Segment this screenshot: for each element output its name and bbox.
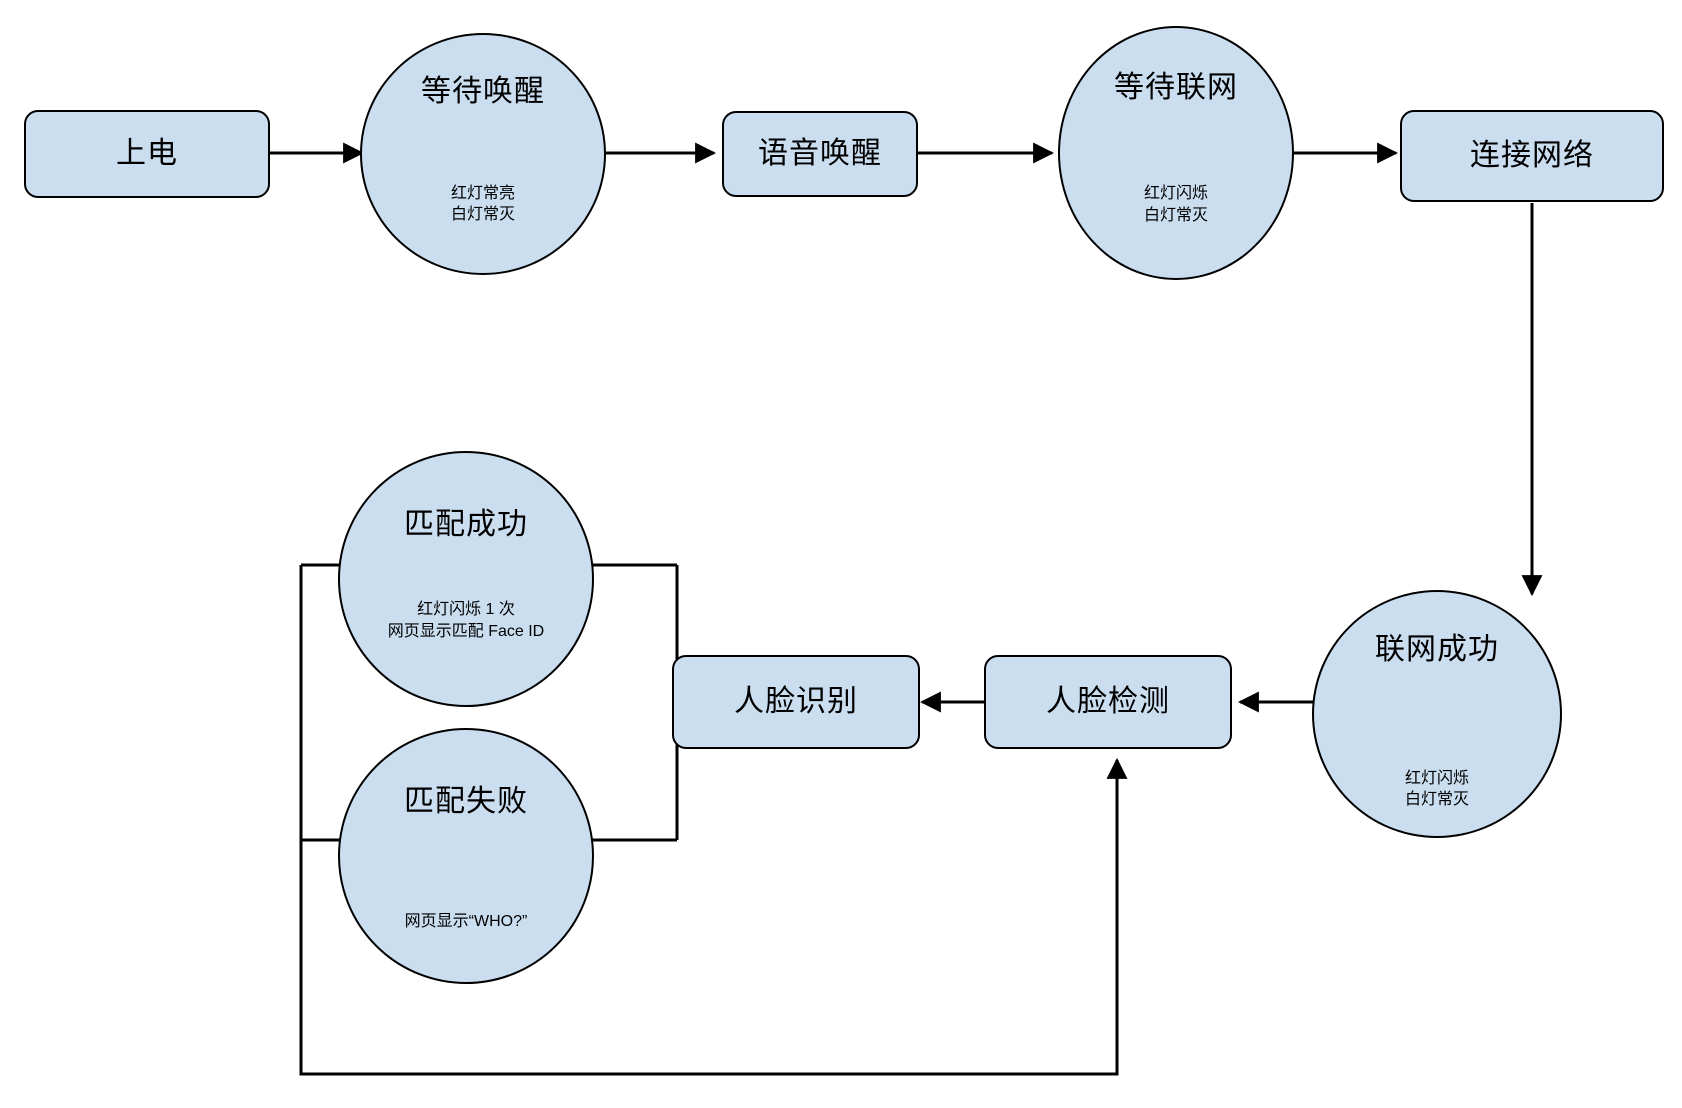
node-power-on-label: 上电 — [116, 136, 178, 170]
node-face-detect[interactable]: 人脸检测 — [984, 655, 1232, 749]
node-connect-network[interactable]: 连接网络 — [1400, 110, 1664, 202]
node-wait-wakeup-label: 等待唤醒 — [421, 75, 545, 109]
node-face-detect-label: 人脸检测 — [1046, 684, 1170, 718]
node-network-success-label: 联网成功 — [1375, 633, 1499, 667]
node-face-recognize-label: 人脸识别 — [734, 684, 858, 718]
node-match-success-detail: 红灯闪烁 1 次 网页显示匹配 Face ID — [387, 601, 545, 640]
node-face-recognize[interactable]: 人脸识别 — [672, 655, 920, 749]
node-wait-wakeup[interactable]: 等待唤醒 红灯常亮 白灯常灭 — [360, 33, 606, 275]
node-match-fail-label: 匹配失败 — [404, 785, 528, 819]
node-network-success[interactable]: 联网成功 红灯闪烁 白灯常灭 — [1312, 590, 1562, 838]
node-wait-network-label: 等待联网 — [1114, 70, 1238, 104]
node-power-on[interactable]: 上电 — [24, 110, 270, 198]
node-network-success-detail: 红灯闪烁 白灯常灭 — [1404, 769, 1469, 809]
node-connect-network-label: 连接网络 — [1470, 138, 1594, 172]
node-match-fail-detail: 网页显示“WHO?” — [404, 913, 528, 931]
node-match-success-label: 匹配成功 — [404, 508, 528, 542]
node-wait-network[interactable]: 等待联网 红灯闪烁 白灯常灭 — [1058, 26, 1294, 280]
node-wait-wakeup-detail: 红灯常亮 白灯常灭 — [450, 184, 515, 224]
node-voice-wakeup[interactable]: 语音唤醒 — [722, 111, 918, 197]
node-voice-wakeup-label: 语音唤醒 — [758, 136, 882, 170]
node-match-fail[interactable]: 匹配失败 网页显示“WHO?” — [338, 728, 594, 984]
node-match-success[interactable]: 匹配成功 红灯闪烁 1 次 网页显示匹配 Face ID — [338, 451, 594, 707]
node-wait-network-detail: 红灯闪烁 白灯常灭 — [1143, 185, 1208, 224]
